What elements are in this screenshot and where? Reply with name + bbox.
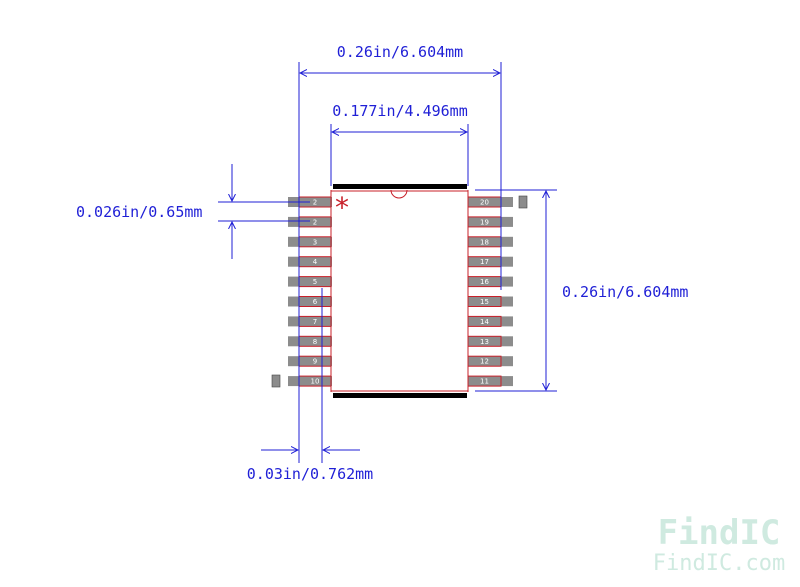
pad-left: 8 [288, 335, 332, 347]
pin-number: 2 [313, 199, 317, 207]
pad-left: 3 [288, 236, 332, 248]
pin-number: 19 [480, 218, 489, 226]
pad-body [468, 336, 513, 347]
pad-right: 15 [467, 296, 513, 307]
pad-outline [467, 335, 502, 347]
pin-number: 16 [480, 278, 489, 286]
pad-body [288, 376, 332, 387]
pin-number: 4 [313, 258, 318, 266]
pad-body [288, 236, 332, 247]
dim-label-pad-width: 0.03in/0.762mm [247, 465, 373, 483]
pin1-marker: * [335, 191, 349, 224]
pad-body [468, 316, 513, 327]
pin-number: 18 [480, 238, 489, 246]
pin-number: 9 [313, 358, 317, 366]
pad-left: 4 [288, 256, 332, 268]
pad-body [288, 316, 332, 327]
pad-right: 18 [467, 236, 513, 248]
pad-left: 9 [288, 355, 332, 367]
pad-body [288, 256, 332, 267]
pad-left: 7 [288, 315, 332, 327]
dimension-lines [232, 73, 546, 450]
pin-number: 5 [313, 278, 317, 286]
pad-body [288, 276, 332, 287]
pin-number: 2 [313, 218, 317, 226]
pad-right: 13 [467, 335, 513, 347]
pad-outline [467, 355, 502, 367]
pin-number: 6 [313, 298, 318, 306]
pin-number: 14 [480, 318, 489, 326]
pad-left: 2 [288, 216, 332, 228]
pad-body [468, 236, 513, 247]
pad-left: 10 [288, 375, 332, 387]
pad-right: 12 [467, 355, 513, 367]
pad-outline [467, 315, 502, 327]
pad-left: 6 [288, 296, 332, 307]
pad-body [468, 296, 513, 307]
pin-number: 10 [311, 378, 320, 386]
pad-body [288, 216, 332, 227]
pad-right: 19 [467, 216, 513, 228]
dim-label-top-outer: 0.26in/6.604mm [337, 43, 463, 61]
pad-body [468, 356, 513, 367]
pad-body [468, 376, 513, 387]
pin-number: 15 [480, 298, 489, 306]
pad-body [468, 256, 513, 267]
pin-number: 17 [480, 258, 489, 266]
dim-label-top-inner: 0.177in/4.496mm [332, 102, 467, 120]
pad-right: 11 [467, 375, 513, 387]
pad-right: 20 [467, 196, 513, 208]
pin-number: 3 [313, 238, 317, 246]
pad-body [468, 276, 513, 287]
pad-body [288, 296, 332, 307]
pad-body [288, 336, 332, 347]
right-pad-row: 20 19 18 17 16 15 14 13 12 11 [467, 196, 513, 387]
watermark-site: FindIC.com [653, 551, 785, 576]
pin1-notch [390, 189, 408, 199]
pad-right: 14 [467, 315, 513, 327]
pad-body [468, 216, 513, 227]
pin-number: 8 [313, 338, 317, 346]
pin-number: 13 [480, 338, 489, 346]
pad-left: 5 [288, 276, 332, 288]
pin-number: 11 [480, 378, 489, 386]
pad-body [288, 356, 332, 367]
findic-watermark: FindIC FindIC.com [653, 513, 785, 576]
body-bottom-bar [333, 393, 467, 398]
pin-number: 20 [480, 199, 489, 207]
dim-label-pitch: 0.026in/0.65mm [76, 203, 202, 221]
pad-outline [467, 375, 502, 387]
orientation-square-top-right [518, 195, 528, 209]
body-top-bar [333, 184, 467, 189]
dim-label-right-height: 0.26in/6.604mm [562, 283, 688, 301]
pin-number: 12 [480, 358, 489, 366]
watermark-logo: FindIC [658, 513, 781, 553]
pad-right: 17 [467, 256, 513, 268]
pad-right: 16 [467, 276, 513, 288]
pad-body [468, 197, 513, 207]
orientation-square-bottom-left [271, 374, 281, 388]
chip-body [330, 184, 469, 398]
left-pad-row: 2 2 3 4 5 6 7 8 9 10 [288, 196, 332, 387]
pin-number: 7 [313, 318, 317, 326]
pad-outline [467, 296, 502, 307]
